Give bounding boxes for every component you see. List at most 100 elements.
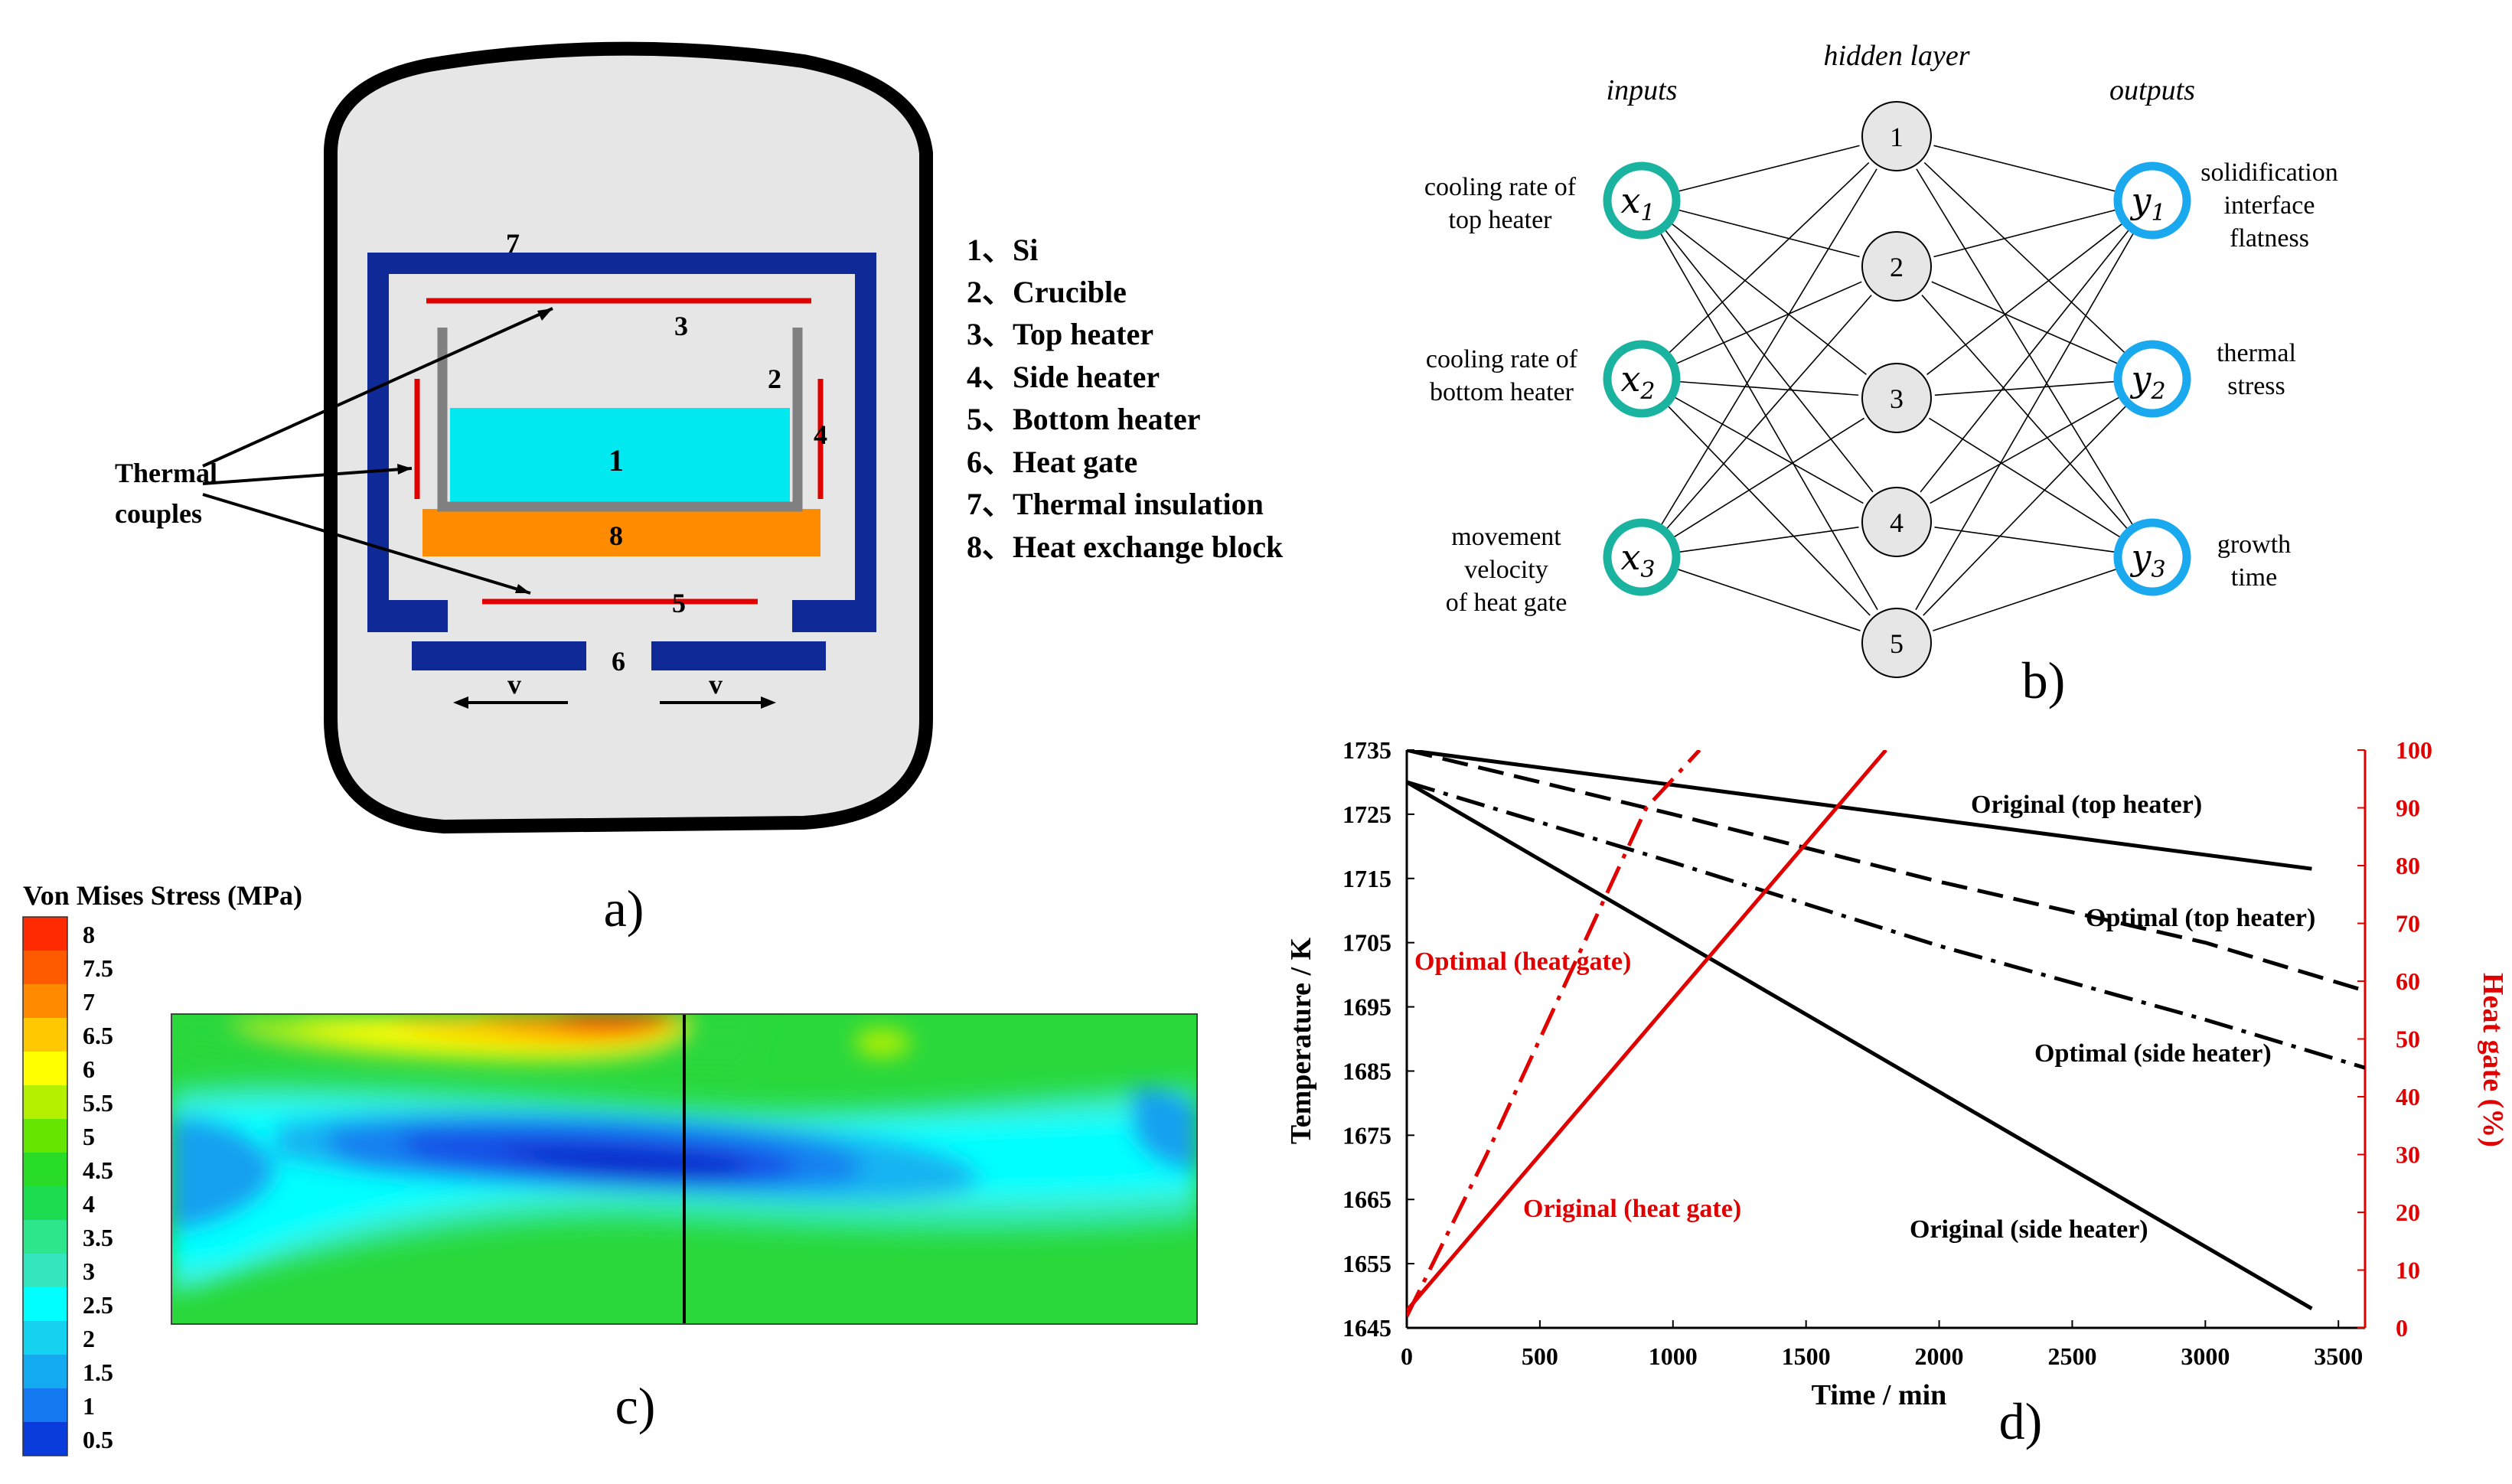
edge-h4-y3 <box>1934 527 2115 553</box>
edge-x1-h1 <box>1678 145 1860 192</box>
stress-legend-label: 2.5 <box>83 1291 113 1319</box>
edge-x3-h1 <box>1661 168 1877 525</box>
input-desc-x2-line1: cooling rate of <box>1426 345 1578 373</box>
series-label-optimal-heat-gate: Optimal (heat gate) <box>1414 947 1631 976</box>
stress-legend-swatch <box>23 1153 67 1186</box>
stress-legend-label: 0.5 <box>83 1426 113 1453</box>
stress-legend-swatch <box>23 1388 67 1422</box>
stress-legend-swatch <box>23 1085 67 1119</box>
y2-tick-label: 70 <box>2396 910 2420 938</box>
thermocouple-arrowheads <box>397 308 553 593</box>
stress-contour-panel: Von Mises Stress (MPa) 87.576.565.554.54… <box>22 880 1198 1456</box>
stress-legend-label: 6.5 <box>83 1022 113 1049</box>
y-tick-label: 1655 <box>1342 1250 1391 1277</box>
stress-legend-border <box>22 916 68 1456</box>
edge-x2-h2 <box>1676 281 1862 364</box>
input-desc-x3-line1: movement <box>1451 523 1561 551</box>
stress-legend-label: 4.5 <box>83 1156 113 1184</box>
stress-map-border <box>171 1013 1198 1325</box>
stress-legend-swatch <box>23 1287 67 1321</box>
edge-x3-h5 <box>1678 569 1861 631</box>
x-tick-label: 500 <box>1522 1342 1558 1370</box>
output-desc-y2-line2: stress <box>2227 372 2285 400</box>
x-tick-label: 3500 <box>2314 1342 2363 1370</box>
series-label-optimal-top-heater: Optimal (top heater) <box>2086 904 2315 932</box>
part-number-5: 5 <box>672 588 686 618</box>
input-node-x2 <box>1603 340 1681 418</box>
x-tick-label: 0 <box>1401 1342 1413 1370</box>
y2-tick-label: 20 <box>2396 1199 2420 1226</box>
y2-tick-label: 80 <box>2396 852 2420 879</box>
input-symbol-x1: x1 <box>1620 180 1655 227</box>
stress-legend-swatch <box>23 1254 67 1287</box>
y-axis-label: Temperature / K <box>1285 937 1317 1144</box>
edge-x2-h1 <box>1669 161 1870 354</box>
edge-h5-y2 <box>1923 406 2126 616</box>
output-node-y3 <box>2113 518 2191 596</box>
hidden-node-label-4: 4 <box>1890 507 1904 538</box>
series-line-0 <box>1407 750 2312 871</box>
stress-legend-swatch <box>23 1220 67 1254</box>
edge-x2-h5 <box>1668 406 1871 616</box>
stress-legend-swatch <box>23 984 67 1018</box>
stress-legend-label: 7 <box>83 988 95 1016</box>
y2-tick-label: 90 <box>2396 794 2420 822</box>
legend-thermal-insulation: 7、Thermal insulation <box>967 487 1264 521</box>
neural-network-diagram: inputs hidden layer outputs x1 x2 x3 1 2… <box>1424 40 2338 709</box>
heat-exchange-block <box>422 509 820 556</box>
stress-legend-label: 1.5 <box>83 1358 113 1386</box>
hidden-node-label-5: 5 <box>1890 628 1904 659</box>
input-descriptions: cooling rate of top heater cooling rate … <box>1424 173 1578 617</box>
stress-legend-label: 5 <box>83 1123 95 1150</box>
stress-legend-label: 6 <box>83 1055 95 1083</box>
stress-contour-map <box>171 1014 1197 1324</box>
x-tick-label: 1500 <box>1782 1342 1831 1370</box>
part-number-7: 7 <box>506 228 520 259</box>
inputs-title: inputs <box>1607 74 1678 106</box>
thermal-couples-label-1: Thermal <box>115 458 217 488</box>
edge-x3-h2 <box>1666 295 1872 529</box>
edge-h3-y1 <box>1926 223 2122 376</box>
panel-label-a: a) <box>604 879 644 938</box>
hidden-node-1 <box>1861 101 1932 171</box>
y-tick-label: 1715 <box>1342 865 1391 892</box>
y2-tick-label: 0 <box>2396 1314 2408 1342</box>
crucible <box>437 328 803 512</box>
edge-x1-h5 <box>1660 233 1878 611</box>
y2-tick-label: 50 <box>2396 1026 2420 1053</box>
series-label-original-top-heater: Original (top heater) <box>1971 791 2202 819</box>
panel-label-d: d) <box>1999 1392 2043 1450</box>
edge-h4-y2 <box>1930 396 2119 504</box>
input-symbol-x3: x3 <box>1620 537 1655 583</box>
edge-x2-h4 <box>1675 396 1864 504</box>
input-desc-x2-line2: bottom heater <box>1430 378 1574 406</box>
edge-h4-y1 <box>1920 230 2129 493</box>
output-desc-y3-line2: time <box>2231 563 2277 592</box>
series-label-optimal-side-heater: Optimal (side heater) <box>2034 1039 2272 1068</box>
chart-series <box>1407 750 2365 1318</box>
velocity-label-right: v <box>709 669 723 700</box>
output-symbol-y3: y3 <box>2129 537 2165 583</box>
y2-tick-label: 100 <box>2396 736 2432 764</box>
hidden-node-5 <box>1861 608 1932 678</box>
part-number-1: 1 <box>608 443 624 478</box>
edge-x3-h3 <box>1673 417 1865 538</box>
output-desc-y1-line3: flatness <box>2230 224 2309 253</box>
stress-legend-label: 8 <box>83 921 95 948</box>
input-desc-x1-line1: cooling rate of <box>1424 173 1577 201</box>
network-connections <box>1660 145 2134 631</box>
hidden-layer-title: hidden layer <box>1823 40 1969 72</box>
y-tick-label: 1645 <box>1342 1314 1391 1342</box>
edge-h3-y2 <box>1934 380 2115 396</box>
y-tick-label: 1695 <box>1342 993 1391 1021</box>
x-tick-label: 3000 <box>2181 1342 2230 1370</box>
part-number-2: 2 <box>768 364 781 394</box>
legend-heat-gate: 6、Heat gate <box>967 445 1137 479</box>
thermal-couples-label-2: couples <box>115 498 202 529</box>
stress-legend-swatch <box>23 1422 67 1456</box>
y2-axis-label: Heat gate (%) <box>2477 973 2509 1147</box>
output-node-y2 <box>2113 340 2191 418</box>
